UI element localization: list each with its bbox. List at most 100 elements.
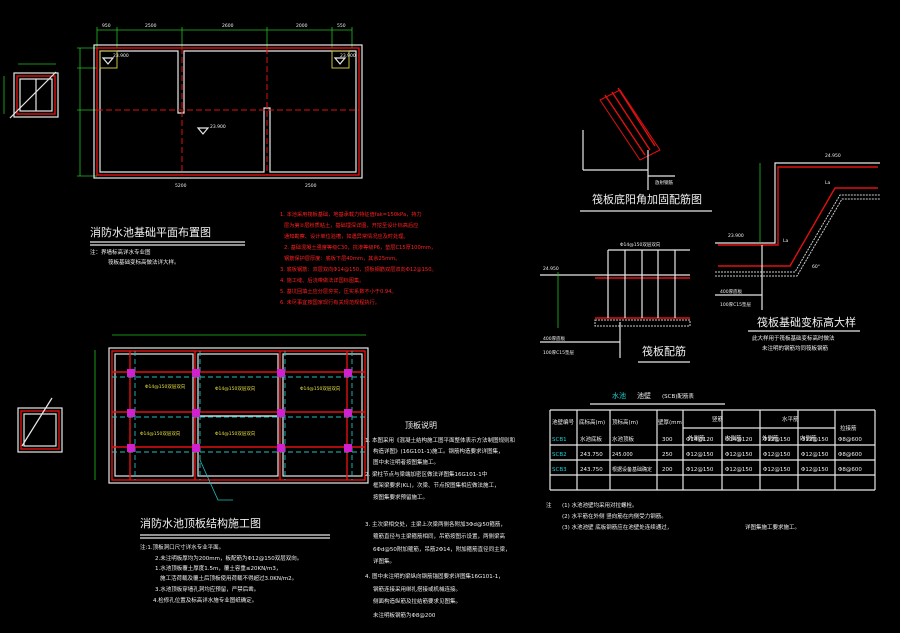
small-pit-inner	[23, 413, 57, 447]
raft-detail-title: 筏板配筋	[642, 344, 686, 358]
table-header: 水平筋	[782, 415, 799, 423]
column	[277, 444, 285, 452]
layer-label: 100厚C15垫层	[543, 349, 574, 356]
corner-detail-title: 筏板底阳角加固配筋图	[592, 192, 702, 206]
column	[127, 369, 135, 377]
note-line: 6. 未尽事宜按国家现行有关规范规程执行。	[280, 298, 380, 306]
table-cell: 250	[662, 452, 673, 458]
note-line: 钢筋连接采用绑扎搭接或机械连接。	[373, 585, 461, 593]
leader-line	[199, 459, 233, 501]
table-cell: Φ12@150	[801, 452, 829, 458]
rebar-outline	[111, 350, 366, 481]
table-cell: 根据设备基础确定	[612, 466, 652, 473]
note-label: 注	[546, 501, 552, 509]
table-title: (SCB)配筋表	[662, 392, 694, 400]
table-cell: Φ8@600	[838, 452, 862, 458]
table-header: 池壁编号	[552, 418, 575, 426]
anchor-label: La	[783, 238, 789, 244]
column	[277, 369, 285, 377]
table-cell: SCB3	[552, 467, 567, 473]
table-cell: 水池顶板	[612, 435, 635, 443]
step-subtitle: 此大样用于筏板基础变标高时做法	[752, 334, 835, 342]
step-detail-title: 筏板基础变标高大样	[757, 315, 856, 329]
note-line: 4.检修孔位置及标高详水施专业图纸确定。	[153, 596, 257, 604]
table-cell: 243.750	[580, 452, 603, 458]
small-pit-plan	[17, 407, 63, 453]
slab-panel	[197, 415, 279, 477]
elevation-label: 23.900	[340, 53, 356, 59]
cushion-layer	[594, 319, 691, 327]
small-pit-plan	[13, 72, 59, 118]
rebar-top	[718, 166, 878, 246]
note-line: 详图集。	[373, 557, 395, 565]
note-line: 4. 图中未注明的梁纵向钢筋锚固要求详图集16G101-1，	[365, 572, 504, 580]
small-pit-rebar	[16, 75, 56, 115]
note-line: 筏板基础变标高做法详大样。	[108, 258, 180, 266]
foundation-plan: 950 2500 2600 2000 550 5200 2500 23.900 …	[3, 23, 363, 189]
table-header: 底标高(m)	[579, 418, 605, 426]
roof-plan-title: 消防水池顶板结构施工图	[140, 516, 261, 530]
note-line: 1. 本图采用《混凝土结构施工图平面整体表示方法制图规则和	[365, 436, 515, 444]
table-cell: 300	[662, 437, 673, 443]
step-subtitle: 未注明的钢筋均同筏板钢筋	[762, 344, 829, 352]
outer-wall	[93, 44, 363, 179]
table-subheader: 内侧筋	[800, 434, 817, 442]
note-line: 3. 主次梁相交处，主梁上次梁两侧各附加3Φd@50箍筋，	[365, 520, 506, 528]
layer-label: 400厚底板	[543, 335, 566, 342]
table-cell: Φ12@150	[725, 452, 753, 458]
dim-label: 550	[337, 23, 346, 29]
table-header: 壁厚(mm)	[658, 418, 684, 426]
beam-label: Φ14@150双层双向	[145, 383, 186, 390]
raft-detail: Φ14@150双层双向 24.950 400厚底板 100厚C15垫层	[540, 241, 691, 358]
beam-label: Φ14@150双层双向	[140, 430, 181, 437]
note-line: 按图集要求预留施工。	[373, 493, 428, 501]
roof-plan: Φ14@150双层双向 Φ14@150双层双向 Φ14@150双层双向 Φ14@…	[17, 334, 369, 501]
table-title: 池壁	[637, 391, 651, 400]
dim-label: 2600	[222, 23, 234, 29]
roof-plan-notes: 注:1.顶板洞口尺寸详水专业平面。 2.未注明板厚均为200mm，板配筋为Φ12…	[140, 543, 302, 604]
leader-line	[9, 71, 57, 119]
note-line: 3. 底板钢筋：双层双向Φ14@150，顶板钢筋双层双向Φ12@150。	[280, 265, 437, 273]
table-cell: SCB1	[552, 437, 567, 443]
note-line: 5. 基坑回填土应分层夯实，压实系数不小于0.94。	[280, 287, 397, 295]
table-cell: Φ12@150	[763, 467, 791, 473]
sump-pit	[99, 50, 118, 69]
detail-label: Φ14@150双层双向	[620, 241, 661, 248]
dim-label: 950	[102, 23, 111, 29]
note-line: (1) 水池池壁均采用对拉螺栓。	[562, 501, 638, 509]
note-line: 详图集施工要求施工。	[745, 523, 800, 531]
step-detail: 400厚底板 100厚C15垫层 24.950 23.900 La La 60°	[715, 153, 880, 310]
note-line: 2. 基础混凝土强度等级C30，抗渗等级P6，垫层C15厚100mm，	[284, 243, 436, 251]
note-line: 2. 梁柱节点与梁端加密区做法详图集16G101-1中	[365, 470, 487, 478]
rebar-lines	[604, 87, 656, 156]
table-header: 竖筋	[712, 415, 724, 423]
table-cell: Φ12@150	[686, 452, 714, 458]
table-cell: Φ8@600	[838, 467, 862, 473]
beam-label: Φ14@150双层双向	[215, 430, 256, 437]
note-line: 未注明板钢筋为Φ8@200	[373, 611, 436, 619]
elevation-label: 23.900	[113, 53, 129, 59]
note-line: 施工活荷载及覆土后顶板使用荷载不得超过3.0KN/m2。	[160, 574, 297, 582]
note-line: 1. 本池采用筏板基础，地基承载力特征值fak=150kPa，持力	[280, 210, 422, 218]
note-line: 构造详图》(16G101-1)施工。钢筋构造要求详图集，	[373, 447, 504, 455]
table-cell: Φ12@150	[763, 437, 791, 443]
table-title: 水池	[612, 391, 626, 400]
red-notes: 1. 本池采用筏板基础，地基承载力特征值fak=150kPa，持力 层为第②层粉…	[280, 210, 437, 306]
layer-label: 100厚C15垫层	[720, 301, 751, 308]
table-subheader: 外侧筋	[762, 434, 779, 442]
slab-panel	[197, 353, 279, 417]
wall-rebar-table: 水池 池壁 (SCB)配筋表 池壁编号 底标高(m) 顶标高(m) 壁厚(mm)…	[549, 391, 876, 491]
elevation-marker-icon	[101, 57, 347, 135]
column	[344, 444, 352, 452]
cushion-layer	[715, 194, 880, 277]
column	[127, 444, 135, 452]
angle-label: 60°	[812, 264, 820, 270]
inner-wall	[99, 50, 357, 173]
rebar-bottom	[718, 187, 878, 267]
note-line: 注:1.顶板洞口尺寸详水专业平面。	[140, 543, 224, 551]
note-line: (3) 水池池壁 底板钢筋应在池壁处连续通过，	[562, 523, 672, 531]
table-subheader: 内侧筋	[725, 434, 742, 442]
note-line: 层为第②层粉质粘土，基础埋深详图，开挖至设计标高后应	[284, 221, 418, 229]
table-cell: Φ12@150	[801, 437, 829, 443]
